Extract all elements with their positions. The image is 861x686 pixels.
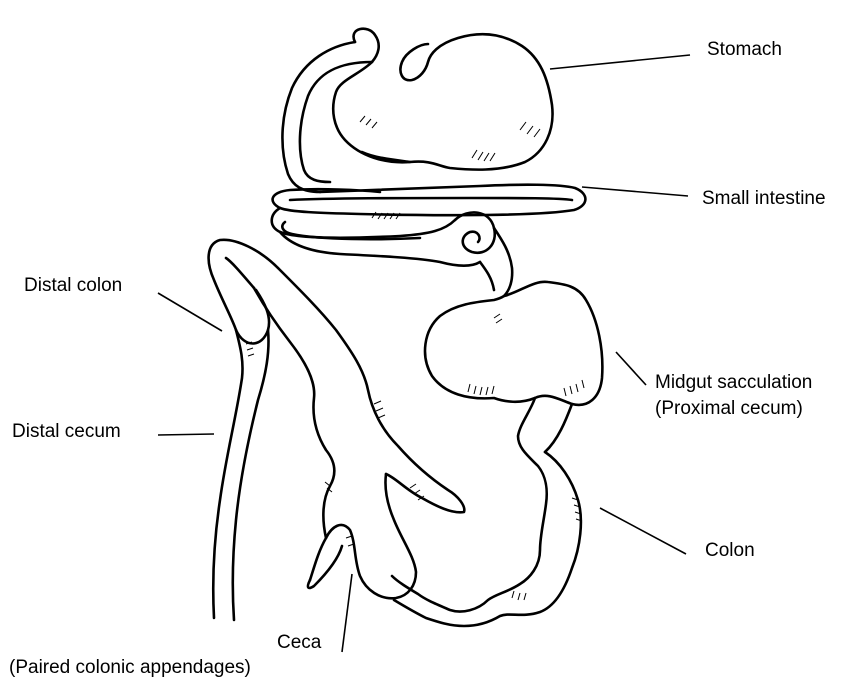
distal-colon-and-cecum-drawing <box>209 240 278 620</box>
colon-drawing <box>392 398 582 626</box>
colon-label: Colon <box>705 540 755 561</box>
distal-cecum-leader-line <box>158 434 214 435</box>
distal-colon-label: Distal colon <box>24 275 122 296</box>
colon-leader-line <box>600 508 686 554</box>
midgut-sacculation-label: Midgut sacculation <box>655 372 812 393</box>
small-intestine-drawing <box>272 185 586 296</box>
distal-cecum-label: Distal cecum <box>12 421 121 442</box>
ceca-label: Ceca <box>277 632 322 653</box>
stomach-drawing <box>333 29 552 170</box>
paired-colonic-appendages-label: (Paired colonic appendages) <box>9 657 251 678</box>
proximal-cecum-label: (Proximal cecum) <box>655 398 803 419</box>
stomach-label: Stomach <box>707 39 782 60</box>
small-intestine-leader-line <box>582 187 688 196</box>
stomach-leader-line <box>550 55 690 69</box>
midgut-sacculation-leader-line <box>616 352 646 385</box>
midgut-sacculation-drawing <box>425 282 602 452</box>
small-intestine-label: Small intestine <box>702 188 826 209</box>
ceca-drawing <box>254 268 464 598</box>
esophageal-loop-drawing <box>282 42 372 192</box>
distal-colon-leader-line <box>158 293 222 331</box>
ceca-leader-line <box>342 574 352 652</box>
